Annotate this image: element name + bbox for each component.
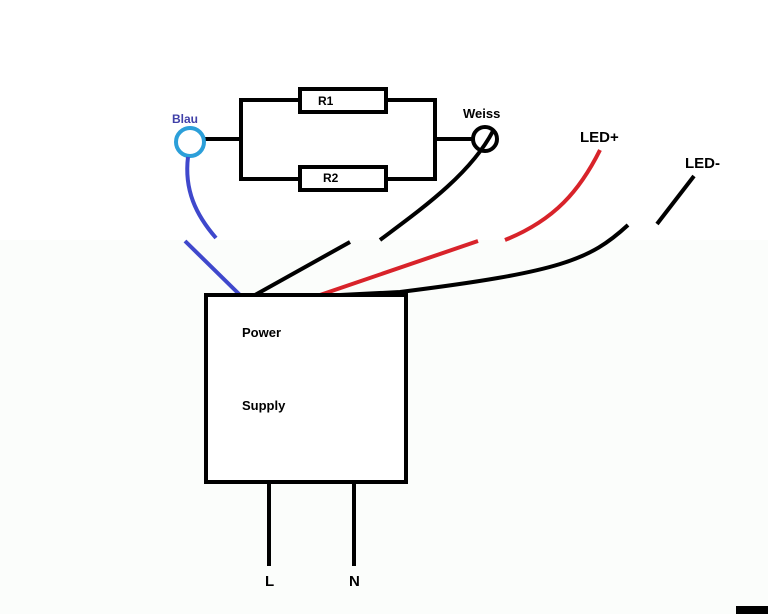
led-plus-wire-lower: [319, 239, 479, 297]
led-minus-wire-lower: [319, 223, 630, 298]
blau-terminal: [174, 126, 206, 158]
resistor-network: [205, 87, 472, 192]
resistor-r2: [298, 165, 388, 192]
led-plus-wire-upper: [504, 149, 602, 242]
weiss-wire-upper: [378, 130, 495, 242]
label-r1: R1: [318, 94, 334, 108]
label-l: L: [265, 573, 274, 590]
label-supply: Supply: [242, 398, 286, 413]
power-supply-box: [204, 293, 408, 484]
label-weiss: Weiss: [463, 106, 500, 121]
led-minus-wire-upper: [655, 174, 696, 226]
weiss-wire-lower: [254, 240, 351, 297]
blue-wire-lower: [183, 239, 242, 297]
corner-mark: [736, 606, 768, 614]
blue-wire-upper: [185, 156, 218, 240]
label-power: Power: [242, 325, 281, 340]
label-n: N: [349, 573, 360, 590]
label-led-plus: LED+: [580, 129, 619, 146]
label-r2: R2: [323, 171, 339, 185]
label-blau: Blau: [172, 112, 198, 126]
resistor-r1: [298, 87, 388, 114]
label-led-minus: LED-: [685, 155, 720, 172]
